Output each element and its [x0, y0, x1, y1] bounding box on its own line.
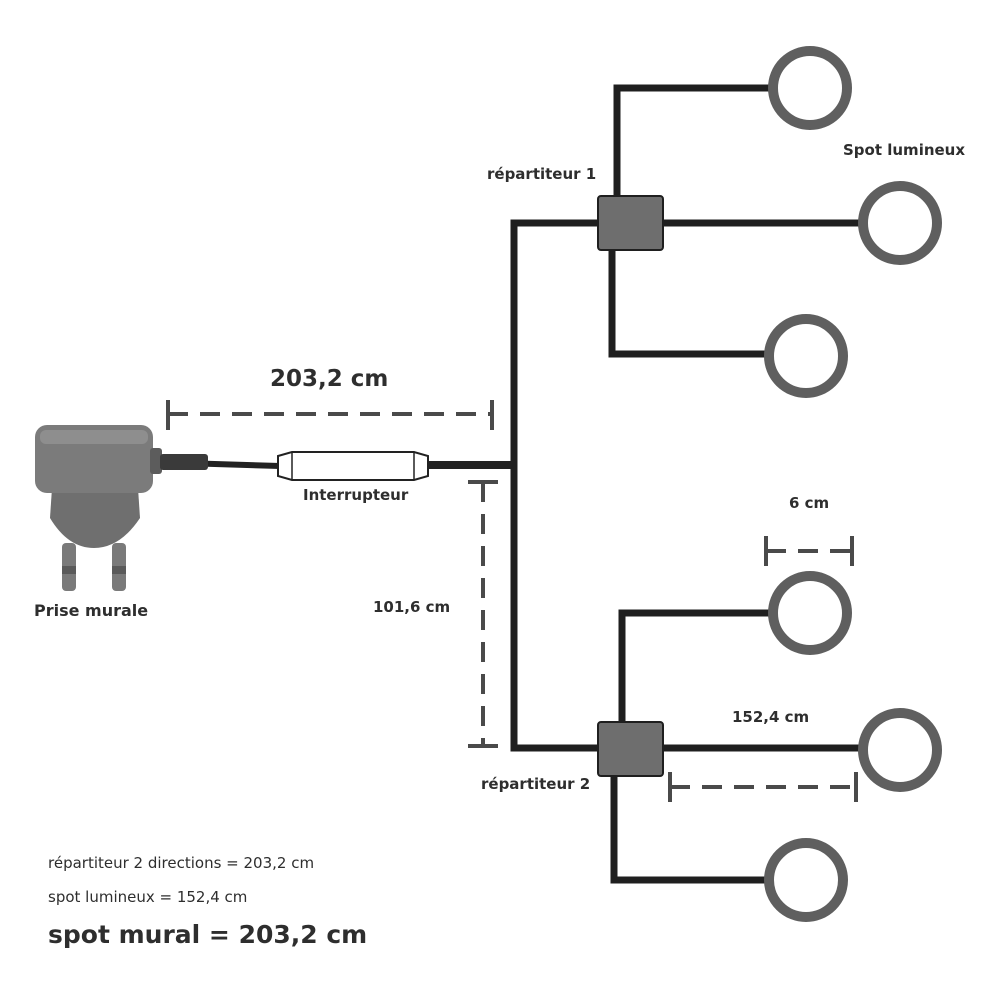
trunk-cable [510, 219, 600, 752]
spot-cable-length-label: 152,4 cm [732, 708, 810, 726]
wall-plug-icon [35, 425, 208, 591]
main-cable-length-label: 203,2 cm [270, 366, 389, 392]
spot-light-icon [858, 181, 942, 265]
branch-s2-bottom [610, 774, 770, 884]
switch-icon [277, 451, 429, 481]
branch-s2-top [618, 609, 772, 722]
spot-light-icon [768, 46, 852, 130]
splitter-2-label: répartiteur 2 [481, 775, 591, 793]
branch-s1-bottom [608, 248, 770, 358]
splitter-1-box [597, 195, 664, 251]
legend-spot-light: spot lumineux = 152,4 cm [48, 888, 248, 906]
spot-light-icon [764, 314, 848, 398]
main-cable-dimension [166, 400, 494, 430]
legend-wall-spot: spot mural = 203,2 cm [48, 920, 368, 949]
spot-cable-dimension [668, 772, 858, 802]
spot-light-icon [768, 571, 852, 655]
spot-light-icon [764, 838, 848, 922]
dimension-lines [166, 400, 858, 802]
branch-s1-top [613, 84, 772, 198]
branch-dimension [468, 480, 498, 748]
spot-diameter-dimension [764, 536, 854, 566]
spot-label: Spot lumineux [843, 141, 966, 159]
spot-light-icon [858, 708, 942, 792]
switch-label: Interrupteur [303, 486, 409, 504]
cables [149, 84, 862, 884]
legend-splitter: répartiteur 2 directions = 203,2 cm [48, 854, 315, 872]
branch-length-label: 101,6 cm [373, 598, 451, 616]
splitter-2-box [597, 721, 664, 777]
spot-diameter-label: 6 cm [789, 494, 830, 512]
splitter-1-label: répartiteur 1 [487, 165, 597, 183]
plug-label: Prise murale [34, 601, 149, 620]
spot-lights [764, 46, 942, 922]
